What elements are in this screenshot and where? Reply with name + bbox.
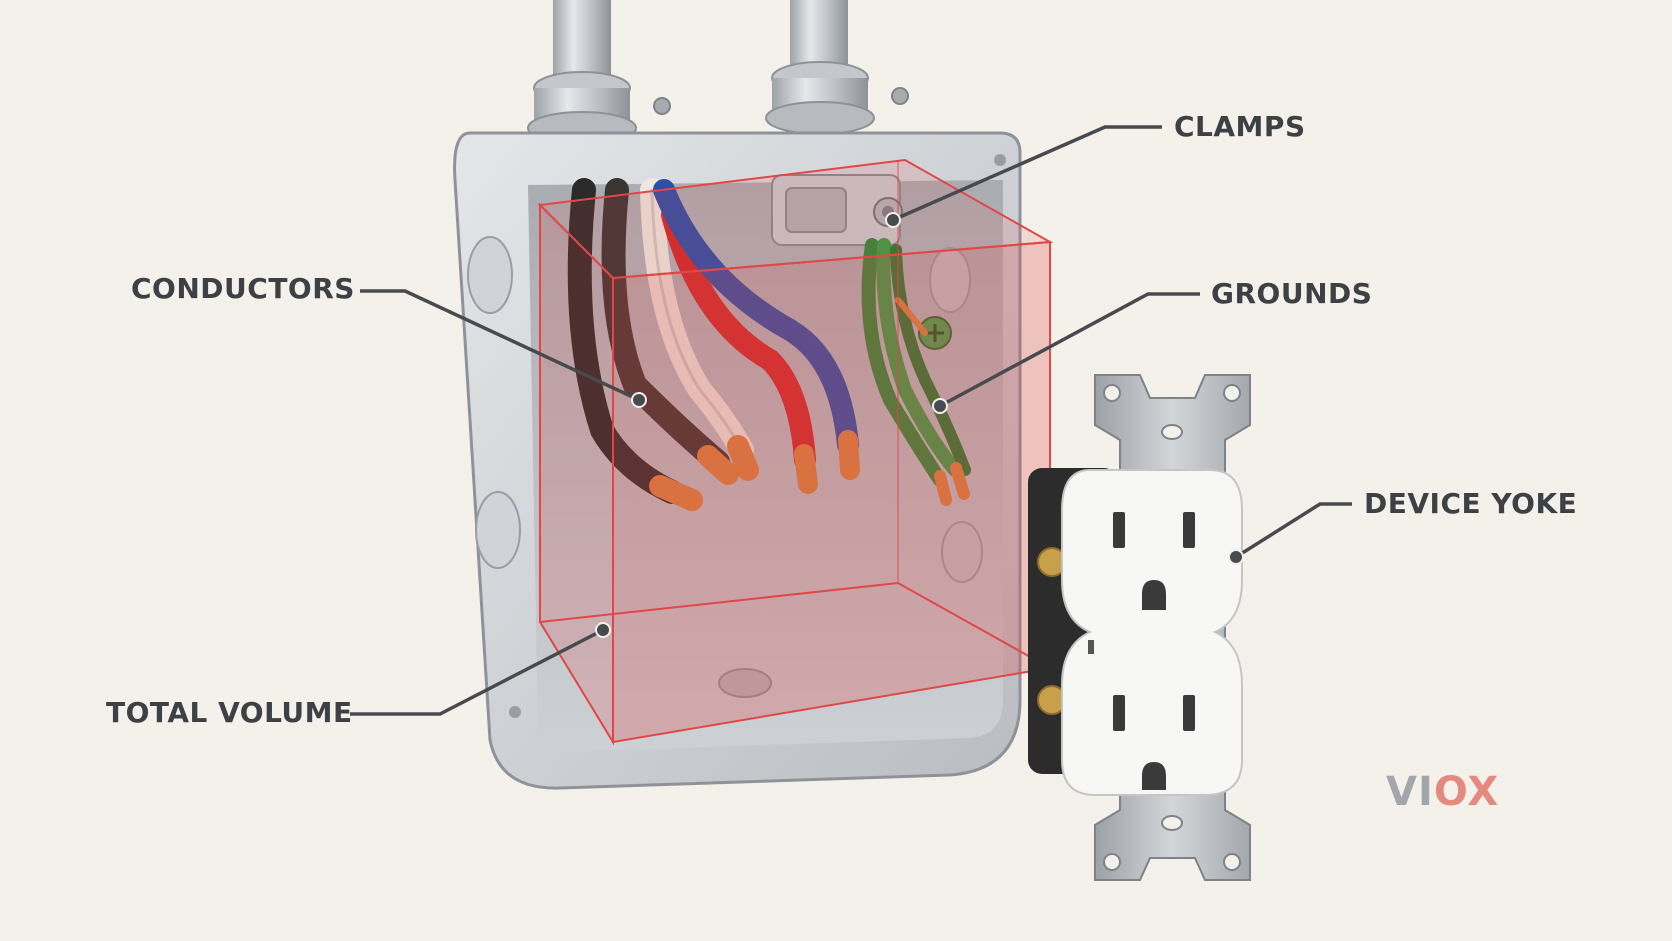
leader-dot-grounds (932, 398, 948, 414)
label-total-volume: TOTAL VOLUME (106, 696, 353, 729)
ground-wires (861, 238, 971, 506)
label-grounds: GROUNDS (1211, 277, 1373, 310)
leader-grounds (939, 292, 1200, 408)
leader-lines (350, 125, 1352, 716)
receptacle-icon (1028, 374, 1251, 881)
brand-logo-part1: VI (1386, 769, 1434, 815)
label-device-yoke: DEVICE YOKE (1364, 487, 1578, 520)
leader-dot-conductors (631, 392, 647, 408)
conduit-icon (527, 0, 909, 145)
label-clamps: CLAMPS (1174, 110, 1306, 143)
total-volume-highlight (537, 158, 1054, 746)
leader-dot-total-volume (595, 622, 611, 638)
leader-clamps (892, 125, 1162, 222)
conductor-wires (567, 178, 860, 511)
leader-dot-clamps (885, 212, 901, 228)
leader-dot-device-yoke (1228, 549, 1244, 565)
brand-logo-part2: OX (1433, 769, 1500, 815)
label-conductors: CONDUCTORS (131, 272, 355, 305)
leader-device-yoke (1235, 502, 1352, 559)
leader-conductors (360, 289, 640, 402)
brand-logo: VIOX (1386, 772, 1499, 812)
ground-screw-icon (918, 316, 952, 350)
leader-total-volume (350, 628, 604, 716)
